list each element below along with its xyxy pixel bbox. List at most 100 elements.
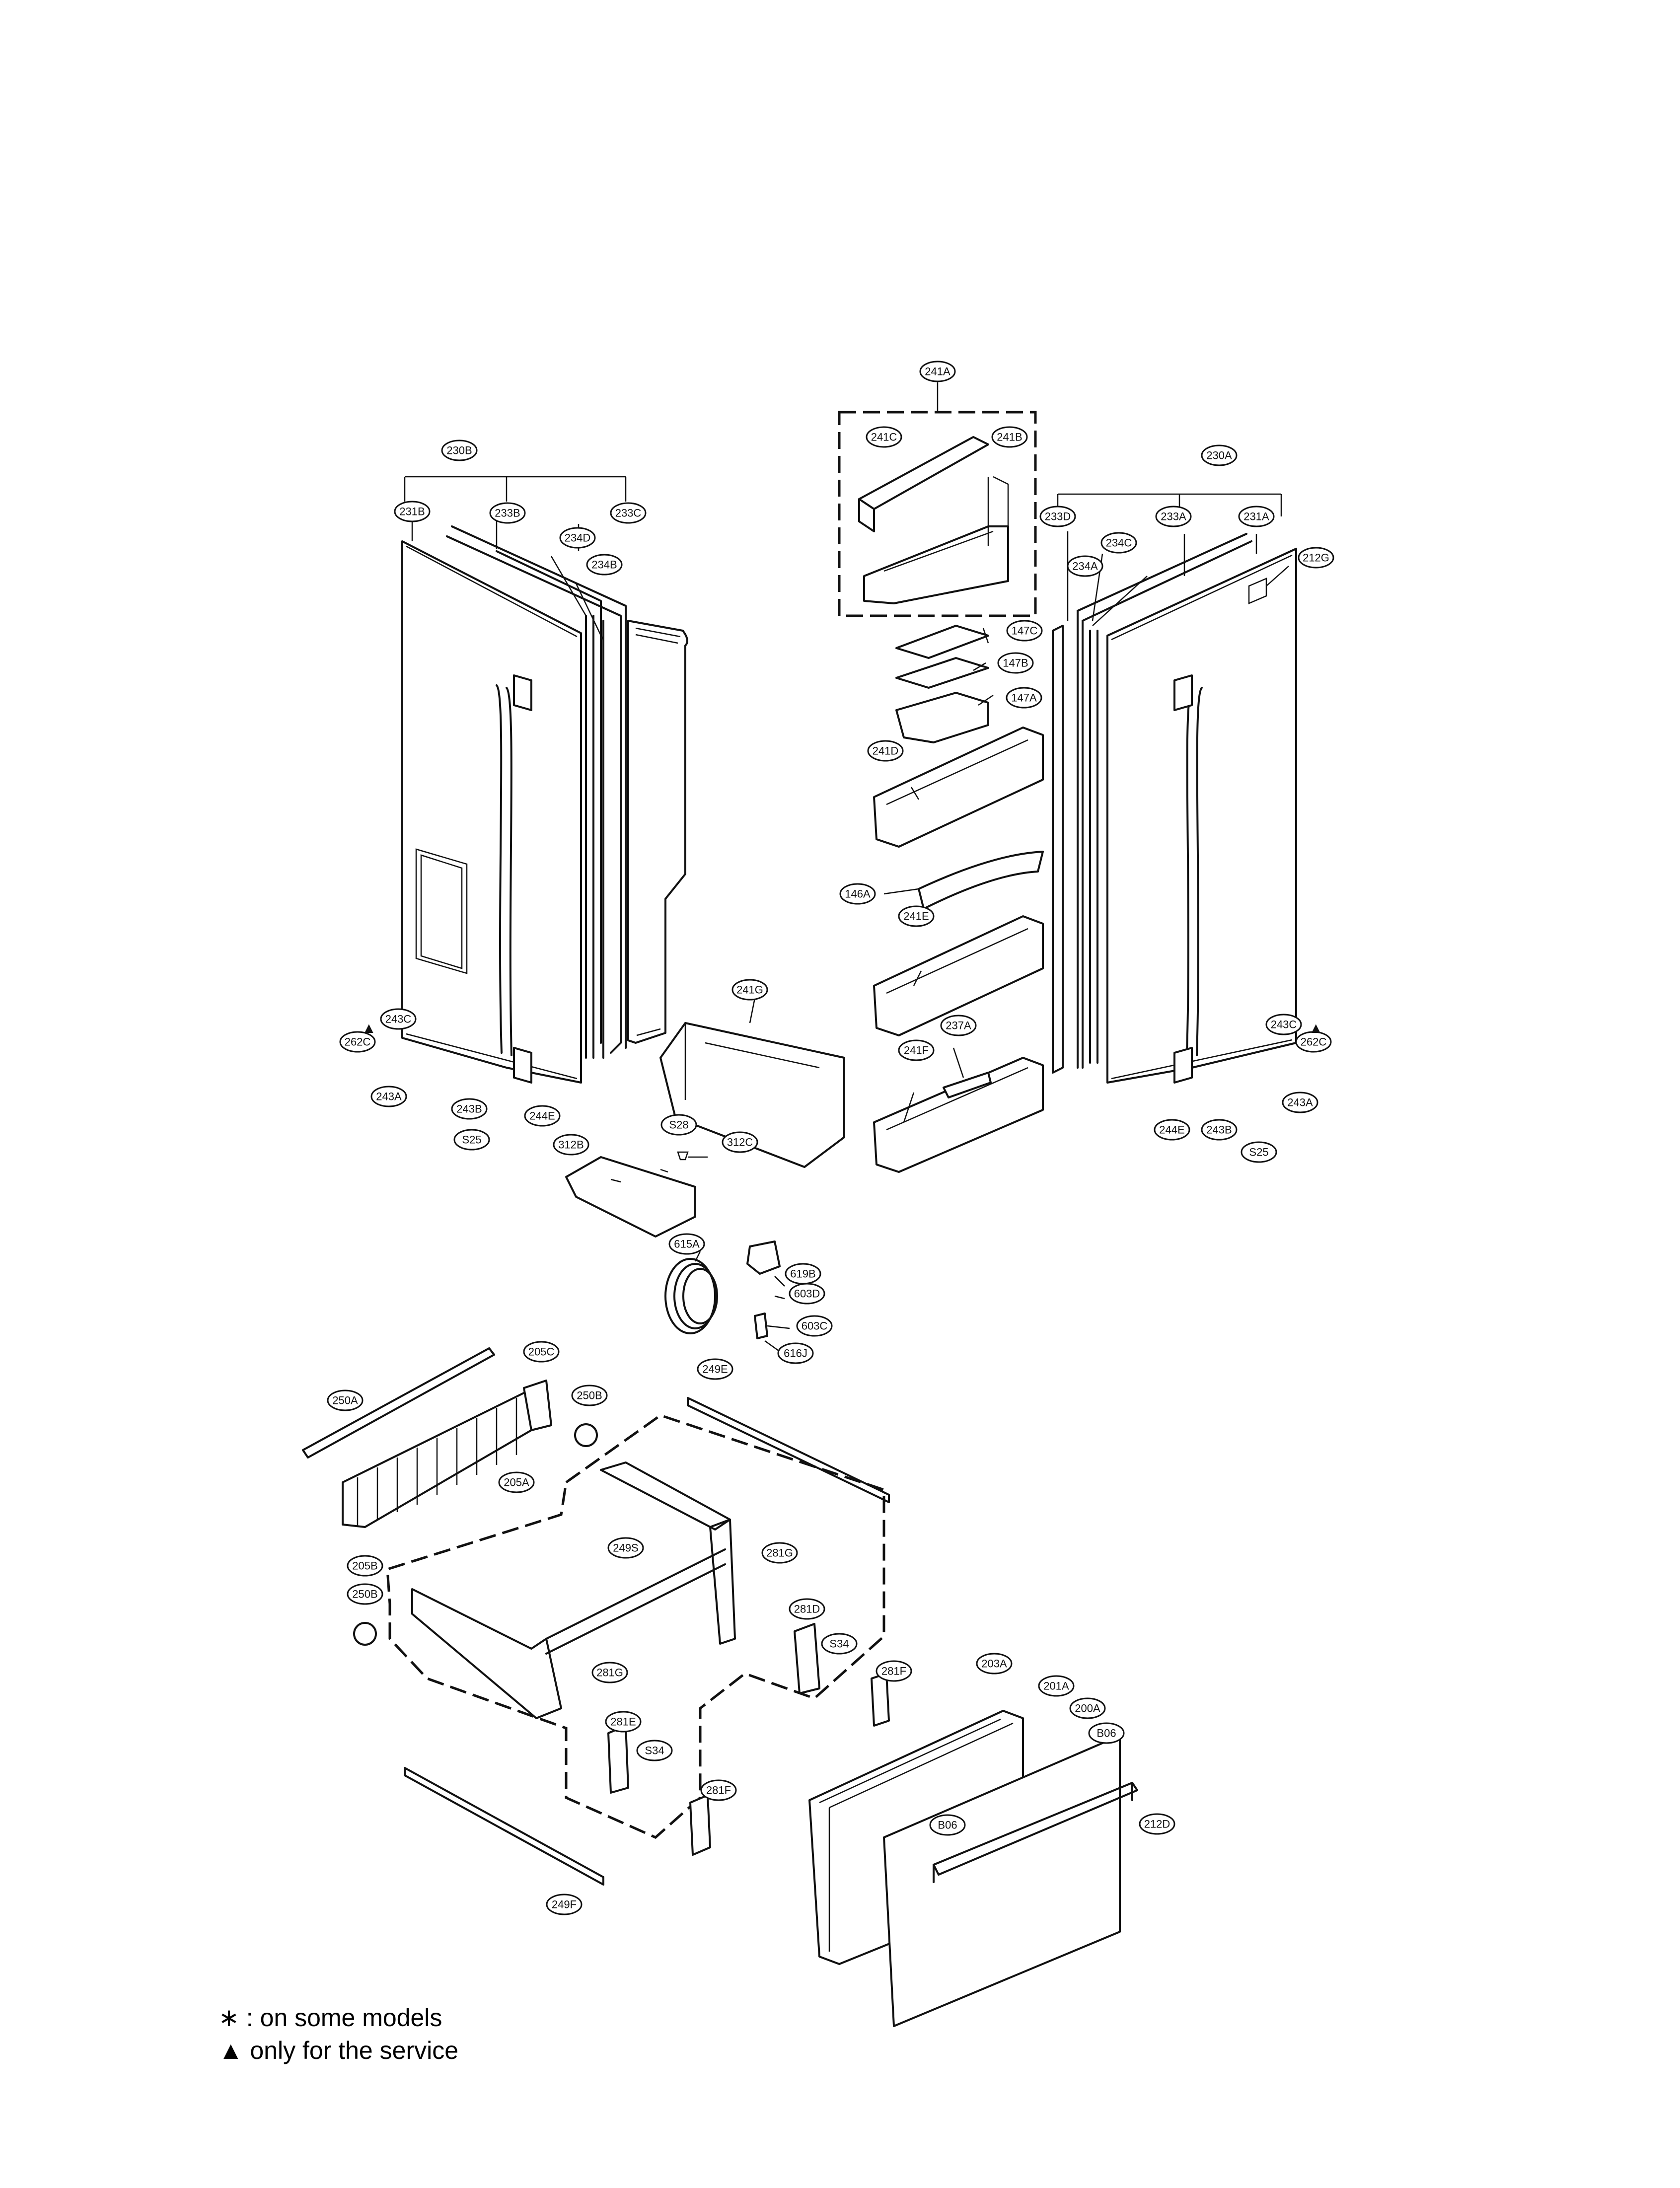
part-label-text: 230B — [446, 444, 472, 457]
part-label-text: 250B — [352, 1588, 377, 1601]
part-label-147b: 147B — [997, 652, 1034, 674]
part-label-147c: 147C — [1006, 620, 1043, 642]
part-label-text: S25 — [1249, 1146, 1268, 1159]
part-label-text: S34 — [829, 1638, 849, 1650]
part-label-text: 241A — [925, 365, 950, 378]
part-label-233d: 233D — [1039, 506, 1076, 527]
part-label-250a: 250A — [327, 1389, 364, 1411]
part-label-205a: 205A — [498, 1471, 535, 1493]
part-label-s28: S28 — [660, 1114, 697, 1136]
part-label-234b: 234B — [586, 554, 623, 576]
part-label-text: 147C — [1012, 625, 1038, 637]
part-label-201a: 201A — [1038, 1675, 1075, 1697]
part-label-281g-t: 281G — [761, 1542, 798, 1564]
part-label-233b: 233B — [489, 502, 526, 524]
service-mark-left: ▲ — [362, 1020, 376, 1036]
part-label-281f-b: 281F — [700, 1779, 737, 1801]
part-label-241f: 241F — [898, 1039, 935, 1061]
part-label-text: 233C — [615, 507, 642, 519]
part-label-text: 234C — [1106, 537, 1132, 549]
part-label-text: 146A — [845, 888, 871, 900]
part-label-text: B06 — [1096, 1727, 1116, 1740]
part-label-text: 212D — [1144, 1818, 1170, 1830]
part-label-147a: 147A — [1006, 687, 1042, 709]
part-label-text: 312B — [558, 1139, 584, 1151]
part-label-text: 243C — [385, 1013, 412, 1025]
part-label-619b: 619B — [785, 1263, 821, 1285]
part-label-text: S28 — [669, 1119, 688, 1131]
part-label-231b: 231B — [394, 501, 431, 522]
part-label-text: 281D — [794, 1603, 820, 1615]
part-label-text: B06 — [938, 1819, 957, 1831]
part-label-249e: 249E — [697, 1358, 733, 1380]
part-label-text: 244E — [1159, 1124, 1184, 1136]
part-label-281d: 281D — [789, 1598, 825, 1620]
part-label-text: 233D — [1045, 511, 1071, 523]
part-label-text: 234A — [1072, 560, 1098, 573]
part-label-text: 281F — [706, 1784, 731, 1797]
part-label-203a: 203A — [976, 1653, 1013, 1675]
part-label-text: 237A — [946, 1020, 971, 1032]
part-label-262c-l: 262C — [339, 1031, 376, 1053]
part-label-text: 241B — [997, 431, 1022, 443]
part-label-text: 250A — [332, 1394, 358, 1407]
part-label-250b-t: 250B — [571, 1385, 608, 1406]
part-label-233c: 233C — [610, 502, 647, 524]
part-label-text: 243C — [1271, 1019, 1297, 1031]
part-label-200a: 200A — [1069, 1697, 1106, 1719]
part-label-text: 243A — [1287, 1096, 1313, 1109]
part-label-b06-t: B06 — [1088, 1722, 1125, 1744]
part-label-603d: 603D — [789, 1283, 825, 1305]
part-label-243c-r: 243C — [1265, 1014, 1302, 1035]
part-label-s34-b: S34 — [636, 1740, 673, 1761]
part-label-text: 281G — [596, 1667, 623, 1679]
part-label-text: 249S — [613, 1542, 638, 1554]
part-label-text: 243B — [456, 1103, 482, 1115]
part-label-241e: 241E — [898, 905, 935, 927]
part-label-243a-r: 243A — [1282, 1092, 1318, 1113]
part-label-233a: 233A — [1155, 506, 1192, 527]
part-label-234a: 234A — [1067, 555, 1103, 577]
part-label-bubbles: 241A 241C 241B 230B 231B 233B 233C 234D 234B 230A… — [327, 361, 1334, 1915]
part-label-text: 241E — [903, 910, 929, 923]
part-label-243c-l: 243C — [380, 1008, 417, 1030]
leader-lines — [411, 519, 1289, 1354]
part-label-241b: 241B — [991, 426, 1028, 448]
part-label-262c-r: 262C — [1295, 1031, 1332, 1053]
part-label-231a: 231A — [1238, 506, 1275, 527]
right-door-drawing — [1052, 493, 1297, 1084]
center-bins-drawing — [565, 382, 1044, 1238]
water-parts-drawing — [664, 1240, 781, 1339]
part-label-281e: 281E — [605, 1711, 642, 1733]
legend: ∗ : on some models ▲ only for the servic… — [219, 2001, 458, 2067]
part-label-616j: 616J — [777, 1342, 814, 1364]
part-label-312b: 312B — [553, 1134, 589, 1156]
part-label-text: 147B — [1003, 657, 1028, 669]
part-label-234d: 234D — [559, 527, 596, 549]
part-label-312c: 312C — [722, 1131, 758, 1153]
part-label-234c: 234C — [1100, 532, 1137, 554]
part-label-text: 241F — [904, 1044, 929, 1057]
part-label-146a: 146A — [839, 883, 876, 905]
part-label-s25-l: S25 — [453, 1129, 490, 1151]
part-label-249s: 249S — [607, 1537, 644, 1559]
part-label-text: 243A — [376, 1091, 402, 1103]
part-label-text: 203A — [981, 1658, 1007, 1670]
part-label-text: 147A — [1011, 692, 1037, 704]
part-label-text: 230A — [1206, 449, 1232, 462]
part-label-205c: 205C — [523, 1341, 560, 1363]
part-label-241g: 241G — [731, 979, 768, 1001]
part-label-text: 249F — [552, 1898, 577, 1911]
part-label-s25-r: S25 — [1241, 1141, 1277, 1163]
part-label-241c: 241C — [866, 426, 902, 448]
part-label-212g: 212G — [1298, 547, 1334, 569]
part-label-230b: 230B — [441, 439, 478, 461]
part-label-281g-b: 281G — [591, 1662, 628, 1683]
part-label-text: 281E — [610, 1716, 636, 1728]
part-label-text: 241G — [736, 984, 763, 996]
part-label-text: 234D — [565, 532, 591, 544]
part-label-603c: 603C — [796, 1315, 833, 1337]
part-label-text: 603C — [802, 1320, 828, 1332]
part-label-243a-l: 243A — [370, 1086, 407, 1107]
